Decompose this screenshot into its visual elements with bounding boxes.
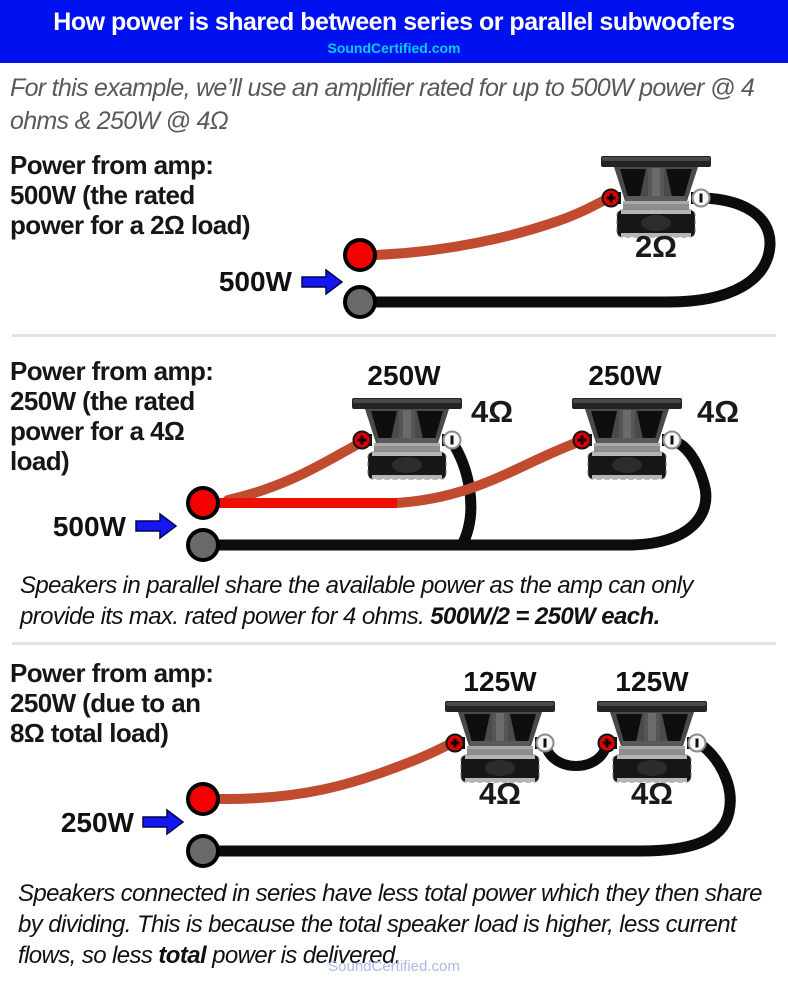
negative-wire: [368, 192, 776, 308]
section1-diagram-single-2ohm: 2Ω 500W: [219, 154, 776, 319]
negative-wire: [212, 736, 736, 857]
arrow-right-icon: [135, 513, 177, 539]
section3-label-line3: 8Ω total load): [10, 718, 169, 748]
subwoofer-illustration: [350, 396, 464, 481]
section2-label-line3: power for a 4Ω: [10, 416, 185, 446]
section3-label-line2: 250W (due to an: [10, 688, 201, 718]
negative-wire: [211, 435, 712, 551]
parallel-note-bold: 500W/2 = 250W each.: [430, 603, 660, 630]
speaker1-impedance-label: 4Ω: [479, 776, 521, 811]
section2-label-line2: 250W (the rated: [10, 386, 195, 416]
subwoofer-illustration: [570, 396, 684, 481]
speaker1-power-label: 125W: [463, 666, 537, 697]
header-banner: How power is shared between series or pa…: [0, 0, 788, 63]
arrow-right-icon: [142, 809, 184, 835]
section1-label-line3: power for a 2Ω load): [10, 210, 251, 240]
subwoofer-illustration: [443, 699, 557, 784]
positive-wire: [213, 737, 459, 805]
section1-label-line2: 500W (the rated: [10, 180, 195, 210]
speaker2-impedance-label: 4Ω: [697, 394, 739, 429]
amp-negative-terminal: [186, 834, 220, 868]
arrow-right-icon: [301, 269, 343, 295]
section2-label-line1: Power from amp:: [10, 356, 214, 386]
section2-label: Power from amp: 250W (the rated power fo…: [10, 356, 214, 476]
series-note-text2: power is delivered.: [206, 942, 401, 969]
amp-power-label: 500W: [219, 266, 293, 297]
section-divider: [12, 642, 776, 645]
section3-diagram-series: 125W 125W 4Ω 4Ω 250W: [61, 666, 736, 868]
footer: SoundCertified.com: [0, 958, 788, 975]
amp-positive-terminal: [186, 486, 220, 520]
subwoofer-illustration: [595, 699, 709, 784]
section3-label: Power from amp: 250W (due to an 8Ω total…: [10, 658, 214, 748]
amp-power-label: 500W: [53, 511, 127, 542]
section2-label-line4: load): [10, 446, 70, 476]
speaker-impedance-label: 2Ω: [635, 229, 677, 264]
series-note: Speakers connected in series have less t…: [18, 878, 778, 971]
section-divider: [12, 334, 776, 337]
speaker1-impedance-label: 4Ω: [471, 394, 513, 429]
parallel-note: Speakers in parallel share the available…: [20, 570, 772, 632]
amp-negative-terminal: [343, 285, 377, 319]
amp-positive-terminal: [343, 238, 377, 272]
parallel-note-text: Speakers in parallel share the available…: [20, 572, 693, 630]
series-note-text1: Speakers connected in series have less t…: [18, 880, 763, 969]
header-site-link: SoundCertified.com: [327, 39, 461, 56]
series-note-bold: total: [158, 942, 207, 969]
amp-negative-terminal: [186, 528, 220, 562]
speaker2-power-label: 125W: [615, 666, 689, 697]
speaker2-power-label: 250W: [588, 360, 662, 391]
positive-wire-branch: [223, 437, 367, 505]
subwoofer-illustration: [599, 154, 713, 239]
amp-power-label: 250W: [61, 807, 135, 838]
intro-text: For this example, we’ll use an amplifier…: [10, 74, 755, 135]
series-jumper-wire: [540, 737, 612, 771]
section1-label-line1: Power from amp:: [10, 150, 214, 180]
positive-wire-dark: [391, 436, 586, 508]
page-title: How power is shared between series or pa…: [53, 8, 735, 37]
section2-diagram-parallel: 250W 250W 4Ω 4Ω 500W: [53, 360, 739, 562]
section1-label: Power from amp: 500W (the rated power fo…: [10, 150, 251, 240]
speaker2-impedance-label: 4Ω: [631, 776, 673, 811]
speaker1-power-label: 250W: [367, 360, 441, 391]
footer-site-link: SoundCertified.com: [328, 958, 460, 975]
section3-label-line1: Power from amp:: [10, 658, 214, 688]
positive-wire: [369, 193, 615, 260]
amp-positive-terminal: [186, 782, 220, 816]
